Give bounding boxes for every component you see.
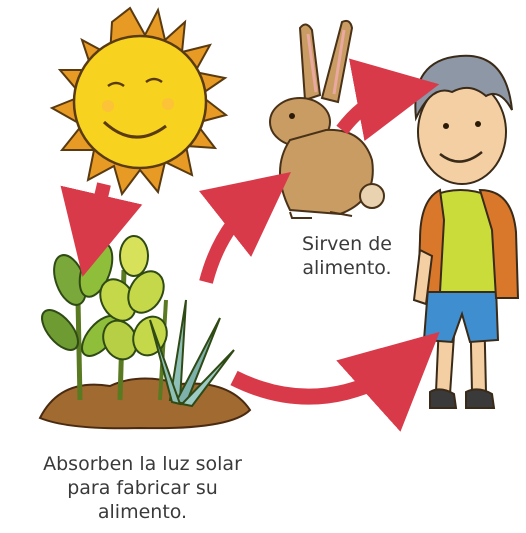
boy-jacket-right xyxy=(478,188,520,299)
boy-shorts xyxy=(422,287,500,344)
caption-plants-line-1: Absorben la luz solar xyxy=(43,453,242,475)
soil-mound xyxy=(38,377,252,430)
sun-eye-left xyxy=(107,81,125,88)
caption-plants-line-3: alimento. xyxy=(97,501,188,523)
arrow-plants-to-boy xyxy=(230,331,440,432)
sun-face xyxy=(72,34,208,170)
boy-smile xyxy=(439,151,483,163)
rabbit-ear-right xyxy=(320,19,354,104)
rabbit-figure xyxy=(269,19,385,219)
caption-plants-line-2: para fabricar su xyxy=(67,477,218,499)
rabbit-body xyxy=(279,128,374,216)
boy-arm-left xyxy=(412,248,434,306)
sun-figure xyxy=(49,6,229,197)
boy-shoe-left xyxy=(429,388,458,409)
sun-eye-right xyxy=(145,77,163,84)
arrows xyxy=(60,58,440,432)
boy-hair xyxy=(414,54,513,122)
sun-smile xyxy=(102,120,167,139)
boy-eye-left xyxy=(443,123,449,129)
caption-plants: Absorben la luz solar para fabricar su a… xyxy=(0,452,285,524)
caption-animals: Sirven de alimento. xyxy=(272,232,422,280)
arrow-rabbit-to-boy xyxy=(336,58,440,142)
caption-animals-line-1: Sirven de xyxy=(302,233,392,255)
boy-eye-right xyxy=(475,121,481,127)
boy-figure xyxy=(412,54,520,409)
rabbit-tail xyxy=(359,183,385,209)
arrow-sun-to-plants xyxy=(60,182,143,277)
boy-shoe-right xyxy=(465,388,496,409)
arrow-plants-to-rabbit xyxy=(199,171,291,284)
caption-animals-line-2: alimento. xyxy=(302,257,392,279)
